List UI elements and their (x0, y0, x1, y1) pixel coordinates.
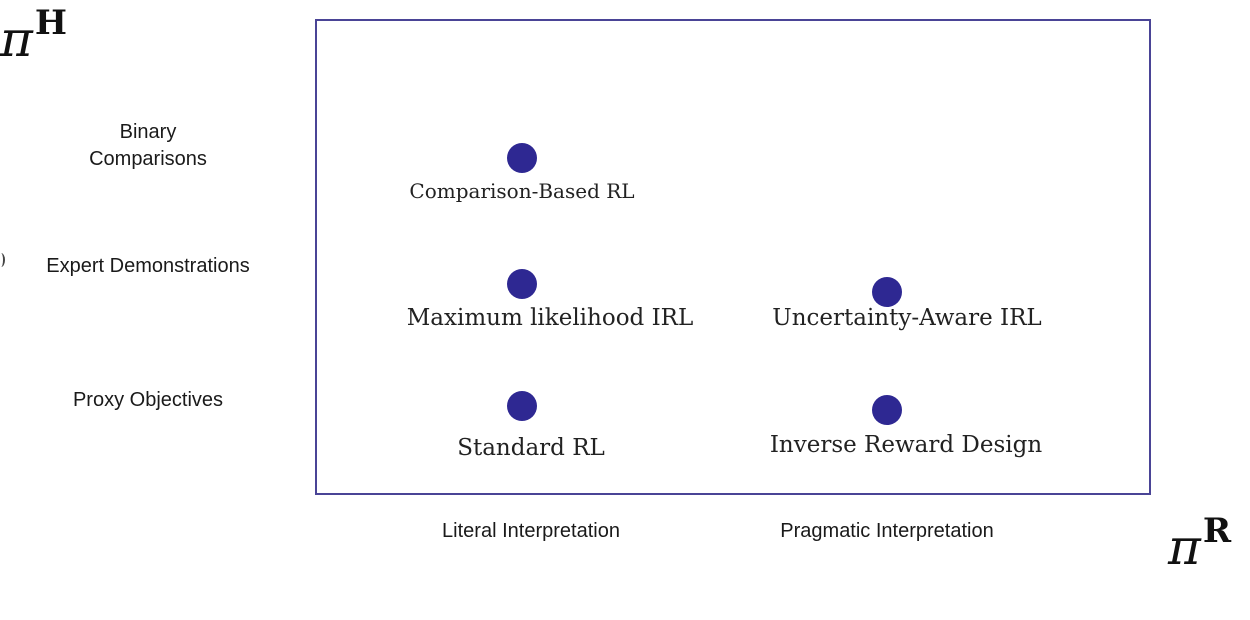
method-label-comparison-based-rl: Comparison-Based RL (409, 179, 635, 203)
row-label-binary-comparisons: Binary Comparisons (89, 121, 207, 170)
row-label-proxy-objectives: Proxy Objectives (72, 389, 224, 411)
pi-h-axis-symbol: πH (0, 3, 67, 68)
method-label-inverse-reward-design: Inverse Reward Design (769, 432, 1043, 458)
row-label-expert-demonstrations: Expert Demonstrations (46, 255, 250, 277)
column-label-literal-interpretation: Literal Interpretation (442, 520, 620, 542)
pi-r-base: π (1168, 518, 1201, 576)
method-label-maximum-likelihood-irl: Maximum likelihood IRL (406, 305, 694, 331)
method-dot-uncertainty-aware-irl (872, 277, 902, 307)
diagram-frame (315, 19, 1151, 495)
pi-r-axis-symbol: πR (1168, 511, 1231, 576)
column-label-pragmatic-interpretation: Pragmatic Interpretation (780, 520, 994, 542)
method-dot-comparison-based-rl (507, 143, 537, 173)
method-dot-inverse-reward-design (872, 395, 902, 425)
method-label-standard-rl: Standard RL (457, 435, 605, 461)
pi-h-superscript: H (34, 3, 67, 43)
edge-fragment (0, 253, 5, 267)
method-dot-standard-rl (507, 391, 537, 421)
method-label-uncertainty-aware-irl: Uncertainty-Aware IRL (772, 305, 1042, 331)
pi-h-base: π (0, 10, 33, 68)
method-dot-maximum-likelihood-irl (507, 269, 537, 299)
pi-r-superscript: R (1202, 511, 1232, 551)
